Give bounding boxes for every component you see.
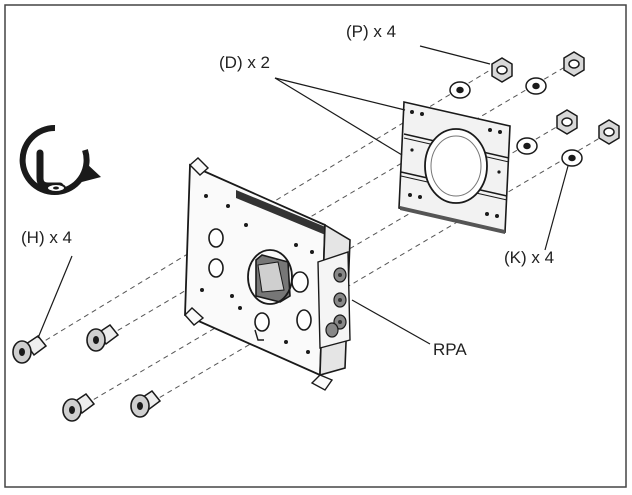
screws-h	[12, 323, 162, 422]
screw	[12, 334, 48, 364]
label-plate-d: (D) x 2	[219, 53, 270, 72]
alignment-line	[151, 131, 611, 403]
leader-h	[37, 255, 73, 339]
leader-lines	[37, 45, 569, 345]
leader-p	[419, 45, 491, 65]
screw	[86, 323, 120, 352]
alignment-line	[109, 63, 571, 336]
rpa-fixing-block	[317, 251, 351, 349]
screw	[130, 389, 162, 418]
nut	[556, 109, 578, 135]
leader-rpa	[351, 299, 431, 345]
label-rpa: RPA	[433, 340, 467, 359]
adapter-plate-d	[398, 101, 511, 234]
washer	[525, 77, 547, 95]
washer	[449, 81, 471, 99]
label-washer-k: (K) x 4	[504, 248, 555, 267]
nut	[563, 51, 585, 77]
washers-k	[449, 77, 583, 167]
leader-k	[544, 165, 569, 251]
screw	[62, 392, 96, 422]
clockwise-tighten-icon	[19, 124, 101, 195]
nuts-p	[491, 51, 620, 145]
nut	[491, 57, 513, 83]
label-screw-h: (H) x 4	[21, 228, 72, 247]
label-nut-p: (P) x 4	[346, 22, 397, 41]
nut	[598, 119, 620, 145]
leader-d-2	[274, 77, 403, 156]
leader-d-1	[274, 77, 406, 111]
washer	[516, 137, 538, 155]
washer	[561, 149, 583, 167]
